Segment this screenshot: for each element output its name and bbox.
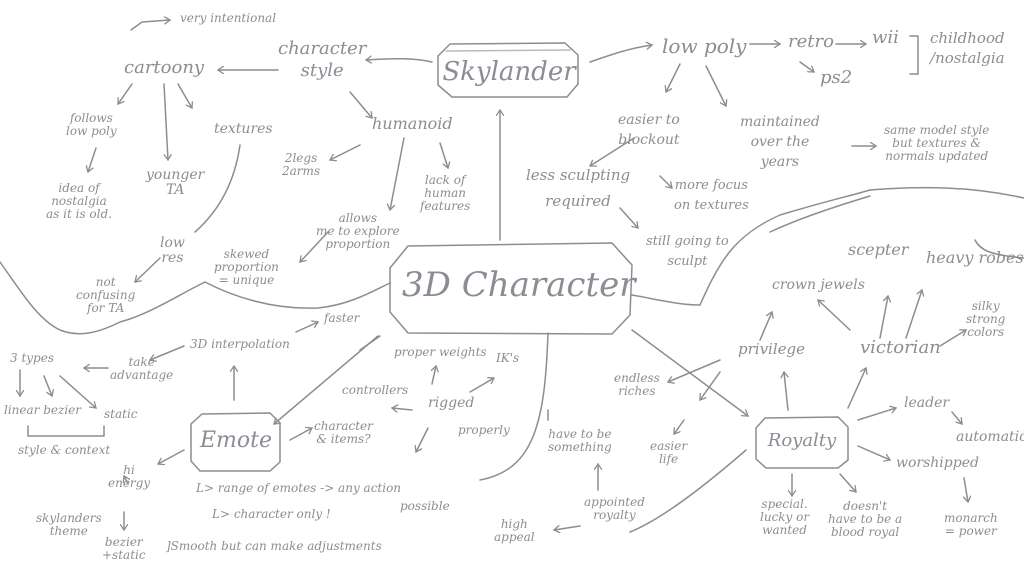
- skylander-box-outline: [437, 42, 579, 98]
- note-bezier-static: bezier +static: [102, 535, 146, 562]
- note-properly: properly: [458, 423, 510, 437]
- note-special: special. lucky or wanted: [760, 497, 810, 537]
- note-ps2: ps2: [820, 67, 853, 88]
- note-silky: silky strong colors: [966, 299, 1006, 339]
- note-idea-nostalgia: idea of nostalgia as it is old.: [46, 181, 112, 221]
- note-character-style: character style: [278, 38, 367, 81]
- note-lack-human: lack of human features: [420, 173, 471, 213]
- note-childhood: childhood /nostalgia: [930, 29, 1005, 67]
- note-interpolation: 3D interpolation: [190, 337, 290, 351]
- note-less-sculpting: less sculpting required: [526, 166, 631, 210]
- note-character-only: L> character only !: [212, 507, 331, 521]
- note-younger-ta: younger TA: [146, 167, 205, 198]
- note-wii: wii: [872, 27, 899, 48]
- note-range-emotes: L> range of emotes -> any action: [196, 481, 402, 495]
- note-hi-energy: hi energy: [108, 463, 151, 490]
- note-low-res: low res: [160, 235, 185, 266]
- note-static: static: [104, 407, 138, 421]
- note-very-intentional: very intentional: [180, 11, 277, 25]
- note-easier-blockout: easier to blockout: [618, 112, 680, 148]
- note-leader: leader: [904, 395, 950, 411]
- note-cartoony: cartoony: [124, 57, 205, 78]
- note-monarch-power: monarch = power: [944, 511, 998, 538]
- note-high-appeal: high appeal: [494, 517, 535, 544]
- note-low-poly: low poly: [662, 34, 747, 58]
- note-crown-jewels: crown jewels: [772, 277, 865, 293]
- note-automatic: automatic: [956, 429, 1024, 445]
- note-linear: linear bezier: [4, 403, 81, 417]
- note-victorian: victorian: [860, 337, 941, 358]
- note-allows-explore: allows me to explore proportion: [316, 211, 400, 251]
- note-appointed: appointed royalty: [584, 495, 645, 522]
- note-skylanders-theme: skylanders theme: [36, 511, 102, 538]
- note-faster: faster: [324, 311, 360, 325]
- note-maintained: maintained over the years: [740, 114, 820, 170]
- note-retro: retro: [788, 31, 834, 52]
- note-still-sculpt: still going to sculpt: [646, 234, 729, 269]
- royalty-box-outline: [755, 416, 849, 469]
- note-same-model: same model style but textures & normals …: [884, 123, 990, 163]
- note-skewed: skewed proportion = unique: [214, 247, 279, 287]
- royalty-node-label: Royalty: [767, 430, 837, 451]
- skylander-node-label: Skylander: [442, 57, 576, 87]
- note-more-focus: more focus on textures: [674, 178, 749, 213]
- note-style-context: style & context: [18, 443, 111, 457]
- note-proper-weights: proper weights: [394, 345, 487, 359]
- emote-node-label: Emote: [199, 428, 273, 453]
- note-controllers: controllers: [342, 383, 409, 397]
- note-follows-low-poly: follows low poly: [66, 111, 117, 138]
- note-privilege: privilege: [738, 340, 805, 358]
- center-node-label: 3D Character: [402, 265, 636, 305]
- note-possible: possible: [400, 499, 450, 513]
- note-character-items: character & items?: [314, 419, 373, 446]
- note-easier-life: easier life: [650, 439, 688, 466]
- note-smooth: ]Smooth but can make adjustments: [166, 539, 382, 553]
- note-endless-riches: endless riches: [614, 371, 660, 398]
- note-two-legs-arms: 2legs 2arms: [282, 151, 321, 178]
- note-take-advantage: take advantage: [110, 355, 174, 382]
- note-three-types: 3 types: [10, 351, 54, 365]
- note-have-to-be: have to be something: [548, 427, 612, 454]
- note-worshipped: worshipped: [896, 455, 979, 471]
- note-doesnt-have: doesn't have to be a blood royal: [828, 499, 903, 539]
- note-textures: textures: [214, 121, 273, 137]
- note-not-confusing: not confusing for TA: [76, 275, 136, 315]
- emote-box-outline: [190, 412, 281, 472]
- note-heavy-robes: heavy robes: [926, 248, 1024, 267]
- note-scepter: scepter: [848, 240, 909, 259]
- note-iks: IK's: [496, 351, 520, 365]
- note-humanoid: humanoid: [372, 114, 453, 133]
- note-rigged: rigged: [428, 395, 475, 411]
